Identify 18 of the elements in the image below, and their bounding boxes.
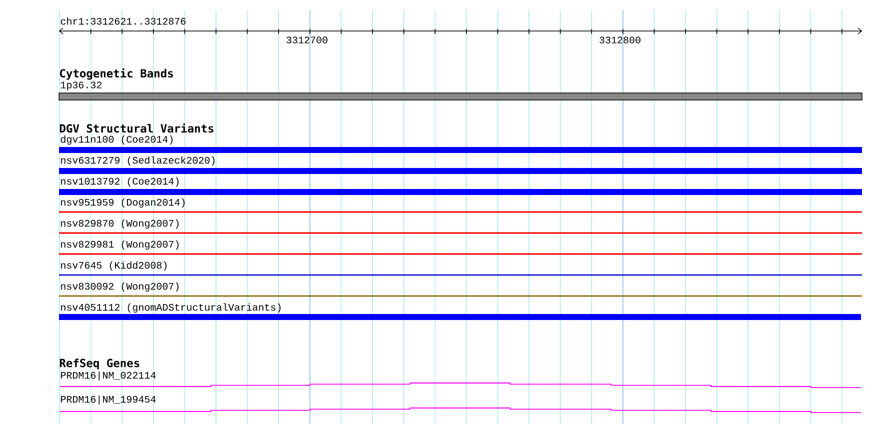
- variant-label: nsv4051112 (gnomADStructuralVariants): [61, 303, 281, 313]
- tick-label: 3312700: [286, 36, 328, 44]
- gene-label: PRDM16|NM_199454: [61, 395, 156, 405]
- gene-label: PRDM16|NM_022114: [61, 371, 156, 381]
- variant-label: nsv829981 (Wong2007): [61, 240, 179, 250]
- band-label: 1p36.32: [60, 82, 102, 90]
- variant-label: nsv7645 (Kidd2008): [61, 261, 167, 271]
- variant-label: nsv1013792 (Coe2014): [61, 177, 179, 187]
- variant-label: nsv951959 (Dogan2014): [61, 198, 185, 208]
- track-heading: DGV Structural Variants: [60, 123, 214, 133]
- variant-label: nsv830092 (Wong2007): [61, 282, 179, 292]
- variant-label: nsv6317279 (Sedlazeck2020): [61, 156, 215, 166]
- variant-label: dgv11n100 (Coe2014): [60, 135, 173, 145]
- track-heading: Cytogenetic Bands: [60, 68, 173, 80]
- track-heading: RefSeq Genes: [60, 358, 140, 370]
- tick-label: 3312800: [600, 36, 640, 44]
- variant-label: nsv829870 (Wong2007): [61, 219, 179, 229]
- coordinate-label: chr1:3312621..3312876: [60, 17, 186, 25]
